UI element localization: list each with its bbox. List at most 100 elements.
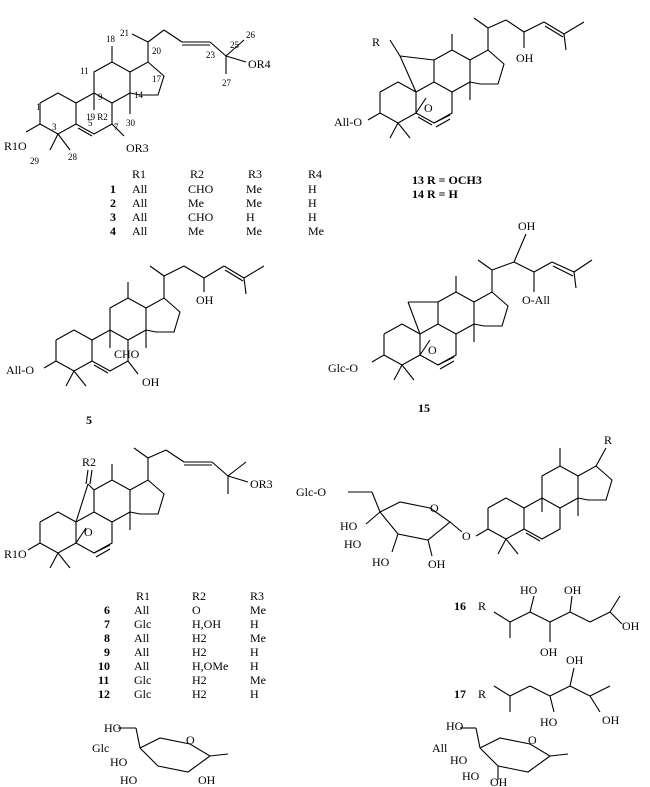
r-label: R	[478, 687, 486, 701]
table-cell: Me	[308, 224, 324, 238]
ho-label: HO	[450, 753, 468, 767]
compound-id: 2	[110, 196, 116, 210]
structure-13-14: R OH O All-O 13 R = OCH3 14 R = H	[334, 17, 585, 201]
table-header: R4	[308, 167, 322, 181]
all-label: All	[432, 741, 448, 755]
atom-number: 29	[30, 156, 40, 166]
table-cell: Me	[246, 224, 262, 238]
r2-label: R2	[82, 455, 96, 469]
table-cell: Me	[246, 182, 262, 196]
ho-label: HO	[344, 537, 362, 551]
table-cell: O	[192, 603, 201, 617]
ho-label: HO	[110, 755, 128, 769]
compound-id: 15	[418, 401, 430, 415]
compound-id: 10	[98, 659, 110, 673]
compound-id: 6	[104, 603, 110, 617]
table-cell: Glc	[134, 617, 151, 631]
table-cell: H	[308, 196, 317, 210]
r-label: R	[372, 35, 380, 49]
substituent-table-1-4: R1 R2 R3 R4 1 All CHO Me H 2 All Me Me H…	[110, 167, 324, 238]
atom-number: 1	[36, 102, 41, 112]
epoxy-o-label: O	[424, 101, 433, 115]
compound-id: 3	[110, 210, 116, 224]
ho-label: HO	[340, 519, 358, 533]
ring-o-label: O	[528, 733, 537, 747]
substituent-table-6-12: R1 R2 R3 6 All O Me 7 Glc H,OH H 8 All H…	[98, 589, 266, 701]
oh-label: OH	[516, 51, 534, 65]
table-cell: H	[250, 645, 259, 659]
or3-label: OR3	[126, 141, 149, 155]
table-cell: H,OMe	[192, 659, 228, 673]
table-cell: All	[132, 182, 148, 196]
atom-number: 3	[52, 122, 57, 132]
table-cell: H	[250, 687, 259, 701]
glc-o-label: Glc-O	[296, 485, 326, 499]
compound-id: 11	[98, 673, 109, 687]
r1o-label: R1O	[4, 139, 27, 153]
table-cell: H,OH	[192, 617, 221, 631]
ho-label: HO	[372, 555, 390, 569]
atom-number: 14	[134, 90, 144, 100]
table-cell: All	[132, 196, 148, 210]
glc-o-label: Glc-O	[328, 361, 358, 375]
table-cell: H2	[192, 631, 207, 645]
table-cell: CHO	[188, 182, 214, 196]
ring-o-label: O	[430, 501, 439, 515]
table-cell: CHO	[188, 210, 214, 224]
table-cell: H2	[192, 687, 207, 701]
atom-number: 20	[152, 46, 162, 56]
table-cell: H	[250, 659, 259, 673]
table-cell: All	[134, 659, 150, 673]
table-cell: Me	[250, 673, 266, 687]
legend-13: 13 R = OCH3	[412, 173, 482, 187]
ho-label: HO	[520, 583, 538, 597]
table-cell: Glc	[134, 673, 151, 687]
oh-label: OH	[428, 557, 446, 571]
o-all-label: O-All	[522, 293, 551, 307]
oh-side-label: OH	[196, 293, 214, 307]
glycosidic-o-label: O	[462, 529, 471, 543]
structure-1-4: R1O OR3 OR4 19 R2 21 20 23 25 26 27 18 1…	[4, 28, 324, 238]
compound-id: 1	[110, 182, 116, 196]
epoxy-o-label: O	[84, 525, 93, 539]
table-header: R1	[132, 167, 146, 181]
oh-label: OH	[564, 583, 582, 597]
ho-label: HO	[540, 715, 558, 729]
table-cell: Me	[250, 603, 266, 617]
compound-id: 9	[104, 645, 110, 659]
ho-label: HO	[446, 719, 464, 733]
oh7-label: OH	[142, 375, 160, 389]
atom-number: 9	[98, 92, 103, 102]
atom-number: 18	[106, 34, 116, 44]
structure-6-12: R2 OR3 O R1O R1 R2 R3 6 All O Me 7 Glc H…	[4, 447, 273, 701]
atom-number: 7	[114, 122, 119, 132]
atom-number: 26	[246, 30, 256, 40]
table-cell: H	[308, 210, 317, 224]
table-cell: All	[134, 645, 150, 659]
table-cell: All	[132, 224, 148, 238]
table-cell: Me	[188, 196, 204, 210]
oh-label: OH	[566, 653, 584, 667]
table-cell: H2	[192, 645, 207, 659]
epoxy-o-label: O	[428, 343, 437, 357]
cho-label: CHO	[114, 347, 140, 361]
table-header: R2	[192, 589, 206, 603]
atom-number: 27	[222, 78, 232, 88]
sidechain-16: 16 R HO OH OH OH	[454, 583, 640, 659]
compound-id: 16	[454, 599, 466, 613]
table-cell: All	[134, 631, 150, 645]
atom-number: 17	[152, 74, 162, 84]
compound-id: 17	[454, 687, 466, 701]
ho-label: HO	[104, 721, 122, 735]
glc-label: Glc	[92, 741, 109, 755]
table-cell: Me	[250, 631, 266, 645]
table-cell: H	[246, 210, 255, 224]
all-sugar: All HO O HO HO OH	[432, 719, 569, 787]
ho-label: HO	[120, 773, 138, 787]
table-cell: Me	[246, 196, 262, 210]
table-cell: All	[134, 603, 150, 617]
structure-5: OH CHO OH All-O 5	[6, 265, 265, 427]
compound-id: 5	[86, 413, 92, 427]
compound-id: 4	[110, 224, 116, 238]
